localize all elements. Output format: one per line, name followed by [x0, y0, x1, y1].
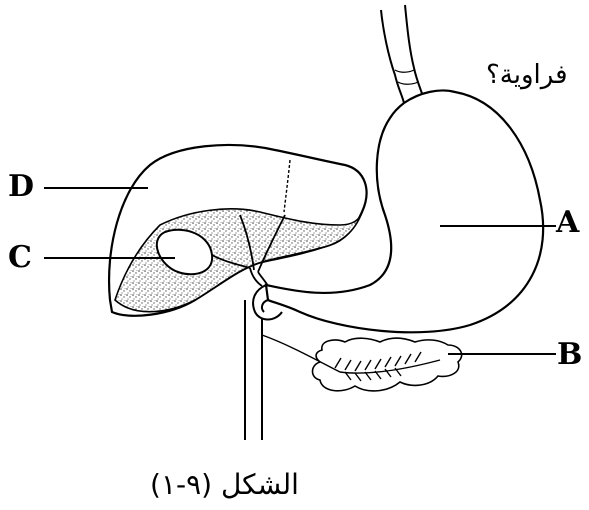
label-b: B [557, 340, 582, 370]
esophagus [381, 5, 424, 103]
question-text: فراوية؟ [486, 60, 568, 90]
label-a: A [556, 208, 579, 238]
duodenum [245, 285, 282, 440]
label-d: D [8, 172, 34, 202]
figure-caption: الشكل (٩-١) [150, 468, 299, 501]
label-c: C [8, 243, 32, 273]
